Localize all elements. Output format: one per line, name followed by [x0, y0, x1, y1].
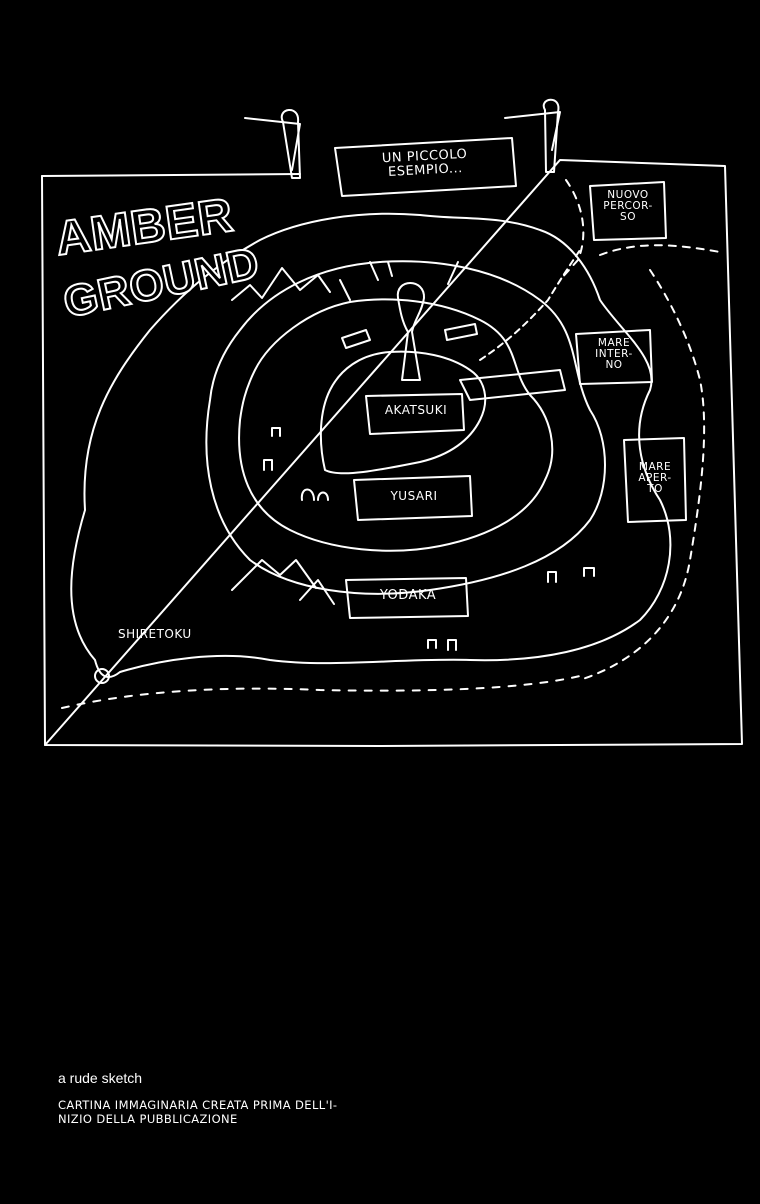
pin-right [542, 98, 560, 173]
box-yusari [353, 475, 473, 521]
label-line: APER- [638, 472, 672, 485]
label-line: SO [620, 211, 636, 224]
caption-line2: NIZIO DELLA PUBBLICAZIONE [58, 1112, 238, 1127]
label-line: MARE [638, 461, 672, 473]
caption: a rude sketch CARTINA IMMAGINARIA CREATA… [58, 1070, 438, 1127]
mountains-south [231, 559, 335, 605]
landmass-coast [70, 212, 672, 678]
mountains-north [231, 267, 331, 301]
caption-line1: CARTINA IMMAGINARIA CREATA PRIMA DELL'I- [58, 1098, 338, 1112]
map-frame [41, 159, 743, 747]
box-nuovo-percorso [589, 181, 667, 241]
label-line: NO [605, 359, 623, 372]
label-line: PERCOR- [603, 200, 653, 213]
label-line: INTER- [595, 348, 633, 361]
region-yusari: YUSARI [390, 489, 438, 503]
ring-middle [238, 298, 554, 552]
label-line: TO [647, 483, 663, 496]
box-mare-interno [575, 329, 653, 385]
box-akatsuki [365, 393, 465, 435]
region-shiretoku: SHIRETOKU [118, 627, 192, 641]
label-line: NUOVO [607, 189, 649, 201]
region-akatsuki: AKATSUKI [384, 403, 448, 417]
spire [396, 282, 426, 381]
region-yodaka: YODAKA [379, 588, 437, 603]
banner [334, 137, 517, 197]
label-mare-aperto: MARE APER- TO [626, 461, 684, 496]
label-nuovo-percorso: NUOVO PERCOR- SO [592, 189, 664, 224]
pin-left [280, 109, 301, 179]
label-mare-interno: MARE INTER- NO [578, 337, 650, 372]
ring-inner [319, 350, 487, 475]
shiretoku-marker [94, 668, 110, 684]
box-yodaka [345, 577, 469, 619]
box-mare-aperto [623, 437, 687, 523]
ring-outer [205, 260, 606, 595]
caption-title: a rude sketch [58, 1070, 143, 1086]
label-line: MARE [597, 337, 631, 349]
